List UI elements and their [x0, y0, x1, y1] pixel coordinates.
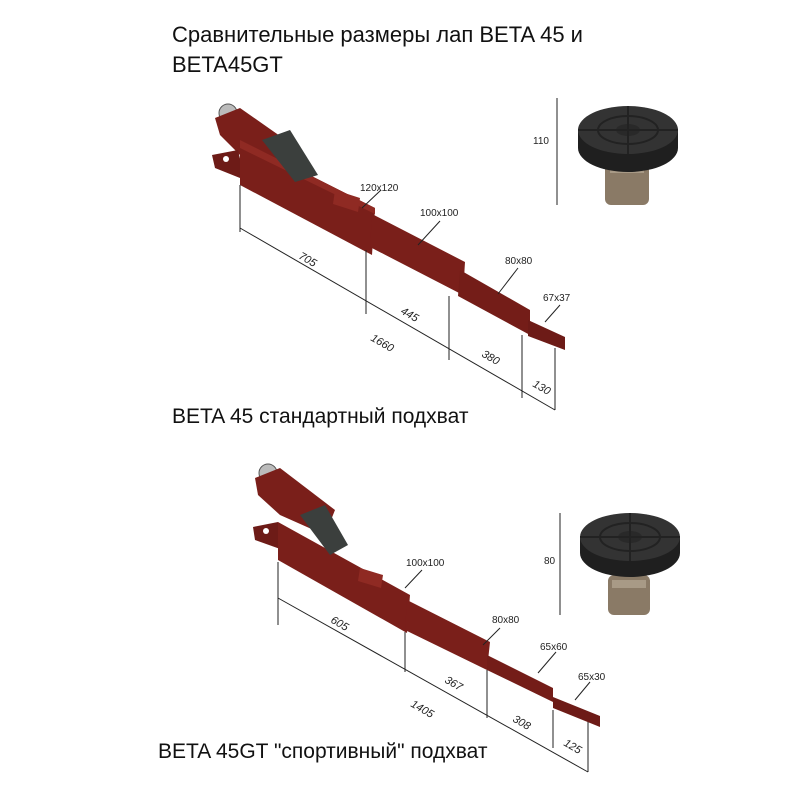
- section-label: 100x100: [406, 558, 445, 569]
- pad-height-label: 110: [533, 136, 549, 147]
- length-label: 380: [480, 348, 503, 368]
- section-100: [370, 214, 465, 295]
- section-label: 65x30: [578, 672, 606, 683]
- section-label: 80x80: [492, 615, 520, 626]
- lug-hole: [223, 156, 229, 162]
- section-label: 80x80: [505, 256, 533, 267]
- page-title: Сравнительные размеры лап BETA 45 и BETA…: [172, 22, 583, 77]
- length-label: 605: [329, 614, 352, 634]
- length-label: 1405: [409, 698, 437, 721]
- sport-dimension-lines: [277, 513, 591, 773]
- length-label: 1660: [369, 332, 397, 355]
- section-120: [240, 140, 375, 255]
- arm-lug: [253, 522, 283, 550]
- length-label: 130: [531, 378, 554, 398]
- rubber-guard: [300, 505, 348, 555]
- length-label: 445: [399, 305, 422, 325]
- pad-height-label: 80: [544, 556, 556, 567]
- standard-dimension-lines: [239, 98, 561, 411]
- length-label: 367: [443, 674, 466, 694]
- slider-plate: [333, 190, 360, 212]
- section-65x60: [487, 655, 553, 702]
- slider-plate: [358, 568, 383, 588]
- standard-arm: [212, 103, 565, 350]
- section-label: 120x120: [360, 183, 399, 194]
- section-tip: [528, 320, 565, 350]
- section-label: 67x37: [543, 293, 571, 304]
- section-label: 100x100: [420, 208, 459, 219]
- section-80: [458, 270, 530, 335]
- standard-caption: BETA 45 стандартный подхват: [172, 405, 469, 428]
- section-100: [278, 522, 410, 633]
- sport-caption: BETA 45GT "спортивный" подхват: [158, 740, 488, 763]
- standard-rubber-pad: [578, 106, 678, 205]
- sport-rubber-pad: [580, 513, 680, 615]
- section-tip: [553, 697, 600, 727]
- sport-arm: [253, 463, 600, 727]
- arm-lug: [212, 150, 245, 180]
- section-80: [405, 600, 490, 670]
- rubber-guard: [262, 130, 318, 182]
- lug-hole: [263, 528, 269, 534]
- section-label: 65x60: [540, 642, 568, 653]
- length-label: 125: [562, 737, 585, 757]
